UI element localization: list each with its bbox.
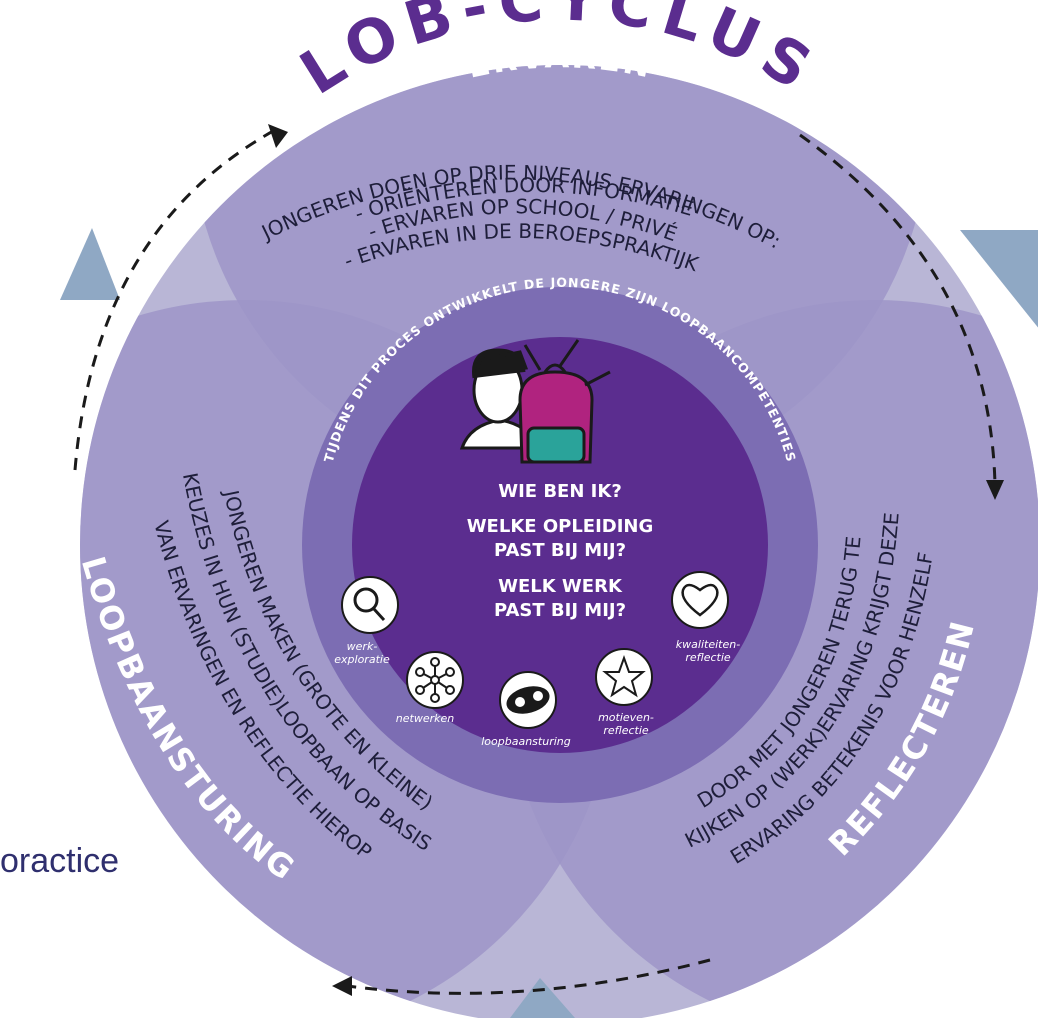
question-2-line-1: WELKE OPLEIDING bbox=[467, 516, 654, 537]
competency-werkexploratie-label-2: exploratie bbox=[334, 653, 390, 666]
cycle-arrows bbox=[73, 128, 997, 995]
competency-motievenreflectie-label: motieven- bbox=[598, 711, 654, 724]
competency-werkexploratie: werk- exploratie bbox=[334, 576, 399, 666]
teal-wedge-left bbox=[60, 228, 120, 300]
center-disc bbox=[352, 337, 768, 753]
teal-wedge-bottom bbox=[510, 978, 575, 1018]
backpack-icon bbox=[518, 339, 611, 464]
competency-loopbaansturing-label: loopbaansturing bbox=[481, 735, 571, 748]
arrow-right-down bbox=[799, 133, 997, 486]
steering-icon bbox=[506, 686, 550, 714]
arrow-left-up bbox=[73, 128, 276, 471]
arrowhead-top-left bbox=[268, 124, 288, 148]
competency-werkexploratie-label: werk- bbox=[347, 640, 378, 653]
question-1: WIE BEN IK? bbox=[498, 481, 622, 502]
arrow-bottom-left bbox=[339, 958, 711, 995]
competency-netwerken: netwerken bbox=[396, 651, 464, 725]
question-3-line-1: WELK WERK bbox=[498, 576, 623, 597]
question-3-line-2: PAST BIJ MIJ? bbox=[494, 600, 626, 621]
competency-motievenreflectie: motieven- reflectie bbox=[595, 648, 654, 737]
arrowhead-bottom bbox=[332, 976, 352, 996]
network-icon bbox=[415, 657, 455, 703]
competency-kwaliteitenreflectie-label-2: reflectie bbox=[685, 651, 731, 664]
question-2-line-2: PAST BIJ MIJ? bbox=[494, 540, 626, 561]
competency-motievenreflectie-label-2: reflectie bbox=[603, 724, 649, 737]
star-icon bbox=[602, 655, 646, 698]
teal-wedge-right bbox=[960, 230, 1038, 328]
competency-kwaliteitenreflectie-label: kwaliteiten- bbox=[676, 638, 740, 651]
petal-top bbox=[190, 65, 930, 490]
competency-netwerken-label: netwerken bbox=[396, 712, 454, 725]
magnifier-icon bbox=[353, 587, 386, 622]
side-word: oractice bbox=[0, 842, 120, 880]
competency-loopbaansturing: loopbaansturing bbox=[481, 671, 571, 748]
competency-kwaliteitenreflectie: kwaliteiten- reflectie bbox=[671, 571, 740, 664]
heart-icon bbox=[681, 583, 719, 617]
arrowhead-right bbox=[986, 480, 1004, 500]
